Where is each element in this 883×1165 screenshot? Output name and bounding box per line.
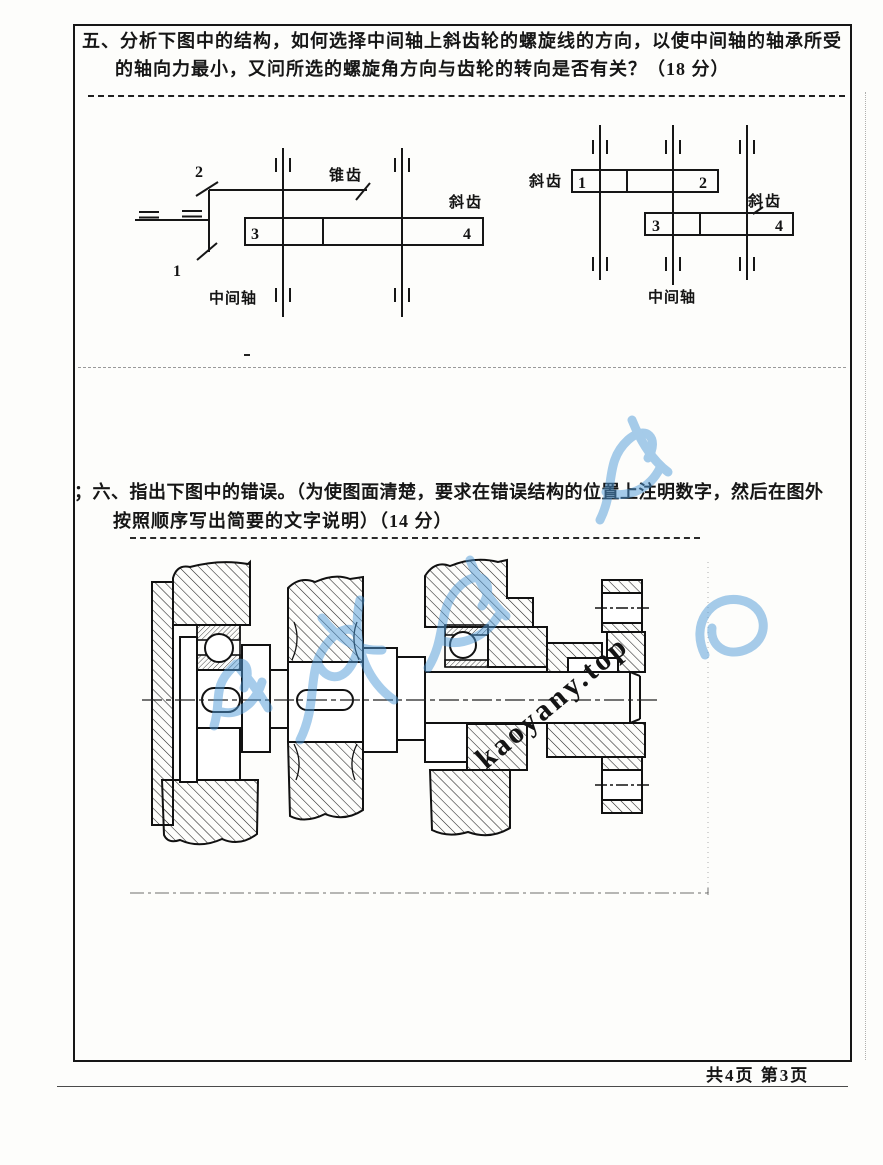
gear-2-number: 2 bbox=[699, 175, 707, 192]
gear-1-number: 1 bbox=[173, 263, 181, 280]
housing-wall bbox=[151, 581, 174, 826]
housing-top bbox=[424, 558, 534, 628]
separator-under-q6 bbox=[130, 537, 700, 539]
intermediate-shaft-label-right: 中间轴 bbox=[648, 288, 696, 306]
page-border bbox=[73, 24, 852, 1062]
label-leader-tick bbox=[752, 206, 764, 215]
shaft-right-section bbox=[425, 671, 641, 724]
stray-mark bbox=[244, 354, 250, 356]
gear-schematics: 2 1 3 4 锥齿 斜齿 中间轴 1 2 3 4 斜齿 斜齿 中间轴 bbox=[135, 125, 794, 317]
helical-gear-label-right: 斜齿 bbox=[747, 192, 782, 210]
bevel-gear-2-tick bbox=[195, 181, 219, 197]
left-housing bbox=[151, 559, 260, 846]
spacer bbox=[424, 722, 468, 763]
question-6-line-2: 按照顺序写出简要的文字说明）（14 分） bbox=[113, 511, 453, 531]
gear-4-number: 4 bbox=[463, 226, 471, 243]
gear-block-3-4 bbox=[644, 212, 794, 236]
gear-block-1-2 bbox=[571, 169, 719, 193]
bevel-mesh-tick bbox=[355, 182, 371, 201]
footer-page-info: 共4页 第3页 bbox=[706, 1066, 810, 1085]
gear-schematic-right bbox=[571, 125, 794, 285]
bevel-gear-1-tick bbox=[196, 242, 218, 261]
helical-gear-label-left: 斜齿 bbox=[528, 172, 563, 190]
housing-top-block bbox=[172, 559, 251, 626]
bevel-gear-label: 锥齿 bbox=[329, 166, 363, 184]
separator-under-q5 bbox=[88, 95, 845, 97]
gear-bottom-rim bbox=[286, 741, 364, 821]
left-ball-bearing bbox=[196, 624, 241, 671]
gear bbox=[286, 575, 426, 821]
question-5-line-1: 五、分析下图中的结构，如何选择中间轴上斜齿轮的螺旋线的方向，以使中间轴的轴承所受 bbox=[82, 31, 842, 51]
question-5-line-2: 的轴向力最小，又问所选的螺旋角方向与齿轮的转向是否有关？（18 分） bbox=[115, 59, 730, 79]
lower-bore-region bbox=[196, 727, 241, 781]
footer-rule bbox=[57, 1086, 848, 1087]
helical-gear-label-left-diagram: 斜齿 bbox=[448, 193, 483, 211]
housing-bottom-block bbox=[160, 779, 260, 846]
right-ball-bearing bbox=[444, 624, 489, 668]
hub-bottom bbox=[546, 722, 646, 758]
gear-block-3-4 bbox=[244, 217, 484, 246]
gear-1-number: 1 bbox=[578, 175, 586, 192]
key bbox=[567, 657, 619, 673]
bearing-end-cover bbox=[179, 636, 198, 783]
gear-top-rim bbox=[287, 575, 364, 663]
shaft-assembly-cross-section bbox=[130, 558, 709, 895]
shaft-collar-1 bbox=[241, 644, 271, 753]
intermediate-shaft-label-left: 中间轴 bbox=[209, 289, 257, 307]
gear-schematic-left bbox=[135, 148, 484, 317]
housing-step bbox=[466, 723, 528, 771]
right-margin-dotted-line bbox=[865, 92, 866, 1060]
flange-coupling bbox=[546, 579, 646, 814]
gear-2-number: 2 bbox=[195, 164, 203, 181]
question-6-line-1: ；六、指出下图中的错误。（为使图面清楚，要求在错误结构的位置上注明数字，然后在图… bbox=[74, 482, 824, 502]
right-housing bbox=[424, 558, 548, 837]
bearing-cap bbox=[487, 626, 548, 668]
gear-3-number: 3 bbox=[652, 218, 660, 235]
mid-page-faint-separator bbox=[78, 367, 846, 368]
shaft-mid-section bbox=[396, 656, 426, 741]
figure-bottom-dash-line bbox=[130, 888, 709, 895]
gear-4-number: 4 bbox=[775, 218, 783, 235]
bearing-ball bbox=[449, 631, 477, 659]
gear-3-number: 3 bbox=[251, 226, 259, 243]
housing-bottom bbox=[428, 769, 511, 837]
bearing-ball bbox=[204, 633, 234, 663]
inner-race bbox=[444, 659, 489, 668]
